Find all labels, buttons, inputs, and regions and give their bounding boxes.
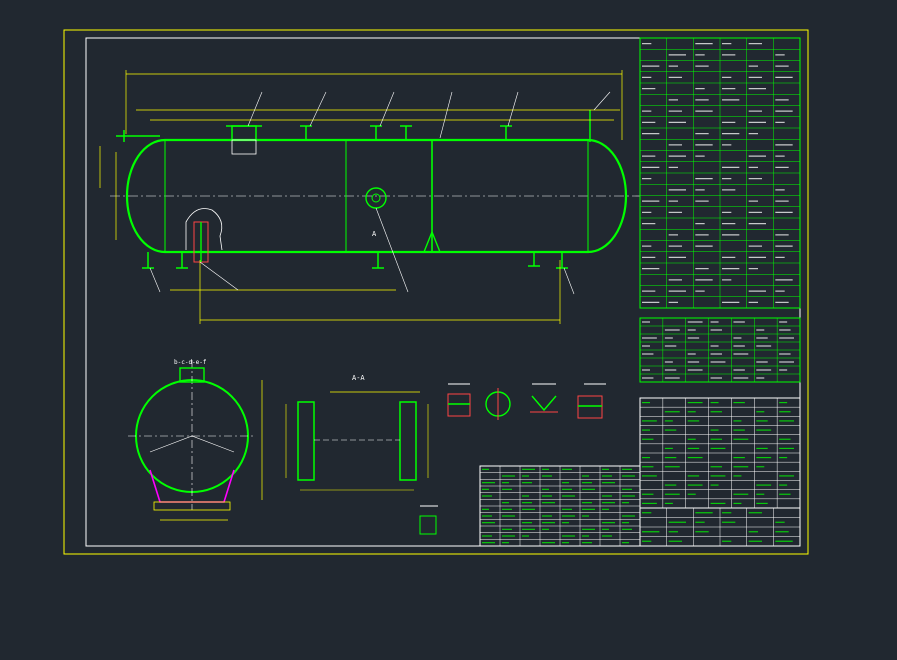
parts-list	[479, 465, 641, 547]
title-block	[639, 507, 801, 547]
section-left-web	[297, 401, 315, 481]
right-parts-list	[639, 397, 801, 509]
weld-detail-3	[530, 383, 558, 413]
section-right-web	[399, 401, 417, 481]
section-view	[285, 391, 429, 491]
leader-lines	[149, 91, 611, 295]
bottom-nozzles	[142, 252, 568, 269]
side-view-label: b-c-d-e-f	[174, 359, 207, 366]
section-label: A-A	[352, 374, 365, 382]
stiffener	[423, 230, 441, 253]
inner-frame	[85, 37, 801, 547]
side-view	[128, 360, 263, 521]
outer-frame	[63, 29, 809, 555]
top-nozzles	[116, 110, 591, 155]
breakout-section	[185, 208, 223, 251]
manhole	[365, 187, 387, 209]
weld-details	[419, 383, 606, 535]
technical-characteristics-table	[639, 37, 801, 309]
nozzle-table	[639, 317, 801, 383]
manhole-inner	[371, 193, 381, 203]
weld-detail-4	[577, 383, 606, 419]
side-top-nozzle	[179, 367, 205, 383]
weld-detail-1	[447, 383, 471, 417]
weld-detail-2	[485, 388, 511, 420]
tables-layer	[479, 37, 801, 547]
dimension-lines	[99, 70, 623, 324]
weld-detail-5	[419, 505, 438, 535]
detail-label: A	[372, 230, 377, 238]
main-elevation-view	[99, 70, 640, 324]
